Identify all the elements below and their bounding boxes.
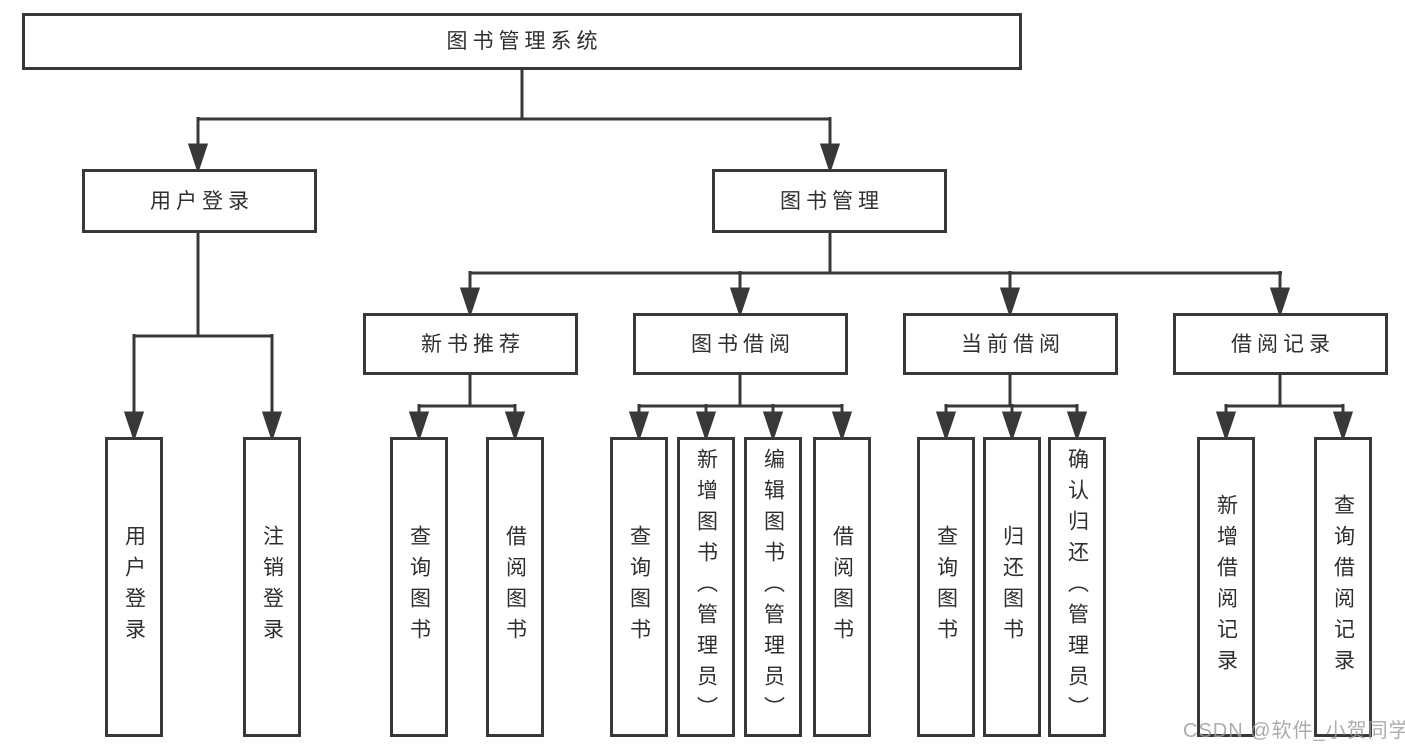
leaf-borrow-books-recommend: 借阅图书	[486, 437, 544, 737]
leaf-user-login: 用户登录	[105, 437, 163, 737]
node-library-system: 图书管理系统	[22, 13, 1022, 70]
csdn-watermark: CSDN @软件_小贺同学	[1183, 720, 1405, 742]
node-book-borrow: 图书借阅	[633, 313, 848, 375]
leaf-return-book: 归还图书	[983, 437, 1041, 737]
leaf-query-books-current: 查询图书	[917, 437, 975, 737]
node-user-login: 用户登录	[82, 169, 317, 233]
leaf-edit-book-admin: 编辑图书（管理员）	[744, 437, 802, 737]
leaf-add-book-admin: 新增图书（管理员）	[677, 437, 735, 737]
leaf-add-borrow-record: 新增借阅记录	[1197, 437, 1255, 737]
leaf-logout: 注销登录	[243, 437, 301, 737]
leaf-query-books-borrow: 查询图书	[610, 437, 668, 737]
node-new-book-recommend: 新书推荐	[363, 313, 578, 375]
node-current-borrow: 当前借阅	[903, 313, 1118, 375]
leaf-query-borrow-record: 查询借阅记录	[1314, 437, 1372, 737]
node-book-management: 图书管理	[712, 169, 947, 233]
leaf-query-books-recommend: 查询图书	[390, 437, 448, 737]
leaf-borrow-books: 借阅图书	[813, 437, 871, 737]
node-borrow-records: 借阅记录	[1173, 313, 1388, 375]
leaf-confirm-return-admin: 确认归还（管理员）	[1048, 437, 1106, 737]
